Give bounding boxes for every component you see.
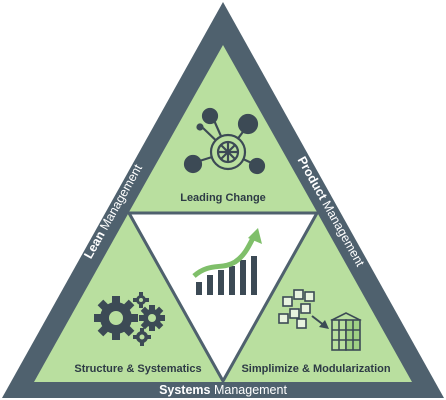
segment-top [129,45,317,212]
gears-icon [94,292,165,346]
segment-left [34,214,222,382]
segment-label-top: Leading Change [180,192,266,204]
network-hub-icon [183,107,266,175]
segment-label-left: Structure & Systematics [74,363,201,375]
modular-cubes-icon [278,289,362,351]
segment-label-right: Simplimize & Modularization [241,363,390,375]
center-segment [131,214,315,379]
growth-bar-chart-icon [192,228,262,295]
edge-label-bottom: Systems Management [159,383,287,397]
segment-dividers [127,211,319,382]
segment-right [224,214,412,382]
